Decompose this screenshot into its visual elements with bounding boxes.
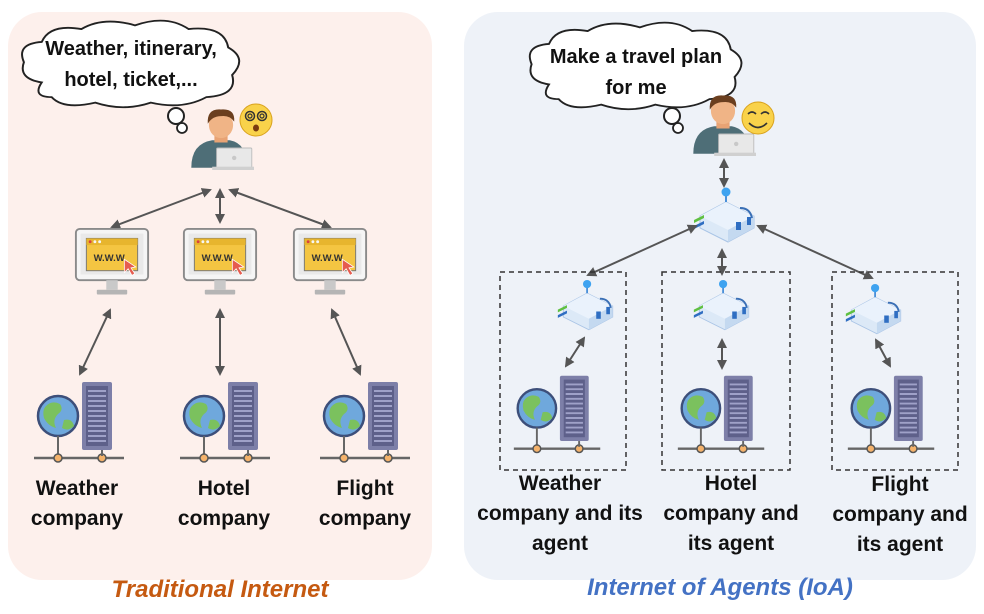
company-agent-robot-icon	[844, 283, 902, 335]
user-agent-robot-icon	[693, 186, 755, 243]
caption-weather-company-agent: Weather company and its agent	[477, 472, 643, 555]
website-to-server-arrows	[78, 308, 362, 376]
caption-flight-company: Flight company	[318, 477, 412, 530]
caption-flight-company-agent: Flight company and its agent	[832, 473, 968, 556]
caption-weather-company: Weather company	[30, 477, 124, 530]
company-server-icon	[512, 374, 602, 454]
company-server-icon	[318, 380, 412, 464]
traditional-internet-panel	[8, 12, 432, 580]
caption-hotel-company: Hotel company	[177, 477, 271, 530]
dizzy-face-icon	[239, 103, 273, 137]
company-server-icon	[676, 374, 766, 454]
agent-to-agent-arrows	[586, 224, 874, 280]
company-server-icon	[32, 380, 126, 464]
website-monitor	[74, 227, 150, 296]
company-agent-box	[661, 271, 791, 471]
user-to-websites-arrows	[110, 188, 332, 229]
website-monitor	[292, 227, 368, 296]
company-server-icon	[178, 380, 272, 464]
right-thought-text: Make a travel plan for me	[549, 46, 723, 99]
caption-hotel-company-agent: Hotel company and its agent	[663, 472, 799, 555]
company-agent-robot-icon	[556, 279, 614, 331]
smiling-face-icon	[741, 101, 775, 135]
traditional-internet-title: Traditional Internet	[111, 576, 329, 603]
ioa-title: Internet of Agents (IoA)	[587, 574, 853, 601]
left-thought-text: Weather, itinerary, hotel, ticket,...	[45, 38, 217, 91]
agent-to-server-arrows	[564, 336, 891, 370]
company-agent-robot-icon	[692, 279, 750, 331]
company-agent-box	[499, 271, 627, 471]
website-monitor	[182, 227, 258, 296]
company-server-icon	[846, 374, 936, 454]
company-agent-box	[831, 271, 959, 471]
